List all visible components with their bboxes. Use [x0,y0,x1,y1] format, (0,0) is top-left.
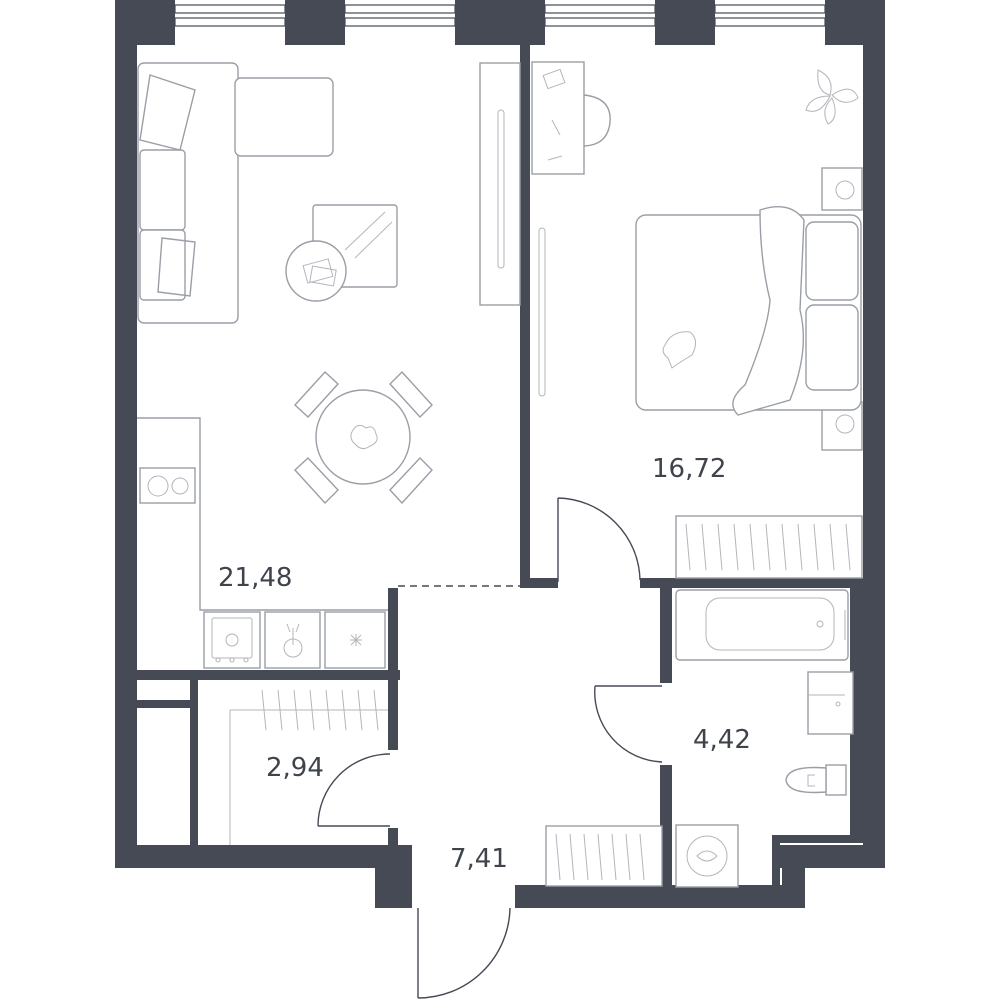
sofa-icon [137,62,334,324]
area-bathroom: 4,42 [693,725,751,755]
kitchen-counter-icon [137,417,388,611]
area-living-kitchen: 21,48 [218,563,292,593]
hanger-mark [845,523,851,571]
hanger-mark [685,523,691,571]
tv-unit-icon [479,62,521,306]
hanger-mark [733,523,739,571]
coffee-table-icon [285,204,398,302]
hanger-mark [639,833,645,881]
dining-table-icon [294,370,433,505]
washbasin-icon [807,671,854,735]
hanger-mark [829,523,835,571]
bathtub-icon [675,589,849,661]
plant-icon [805,69,859,125]
hanger-mark [701,523,707,571]
wardrobe-room-icon [229,689,388,845]
area-labels: 21,48 16,72 4,42 2,94 7,41 [218,454,751,874]
hall-closet-icon [545,825,663,887]
hanger-mark [625,833,631,881]
hanger-mark [813,523,819,571]
area-wardrobe: 2,94 [266,753,324,783]
fridge-icon [324,611,386,669]
bed-icon [635,167,863,451]
stove-icon [203,611,261,669]
sink-icon [264,611,321,669]
hanger-mark [309,689,315,731]
hanger-mark [611,833,617,881]
hanger-mark [569,833,575,881]
hanger-mark [357,689,363,731]
hanger-mark [261,689,267,731]
hanger-mark [765,523,771,571]
hanger-mark [277,689,283,731]
hanger-mark [717,523,723,571]
hanger-mark [749,523,755,571]
windows [174,4,826,27]
hanger-mark [373,689,379,731]
washing-machine-icon [675,824,739,888]
doors [317,497,663,999]
area-bedroom: 16,72 [652,454,726,484]
hanger-mark [293,689,299,731]
hanger-mark [781,523,787,571]
toilet-icon [785,764,847,796]
desk-icon [531,61,611,175]
wardrobe-bedroom-icon [675,515,863,579]
walls [115,0,885,908]
hanger-mark [583,833,589,881]
mirror-icon [538,227,546,397]
hanger-mark [555,833,561,881]
hanger-mark [341,689,347,731]
hanger-mark [797,523,803,571]
area-hallway: 7,41 [450,844,508,874]
hanger-mark [597,833,603,881]
hanger-mark [325,689,331,731]
